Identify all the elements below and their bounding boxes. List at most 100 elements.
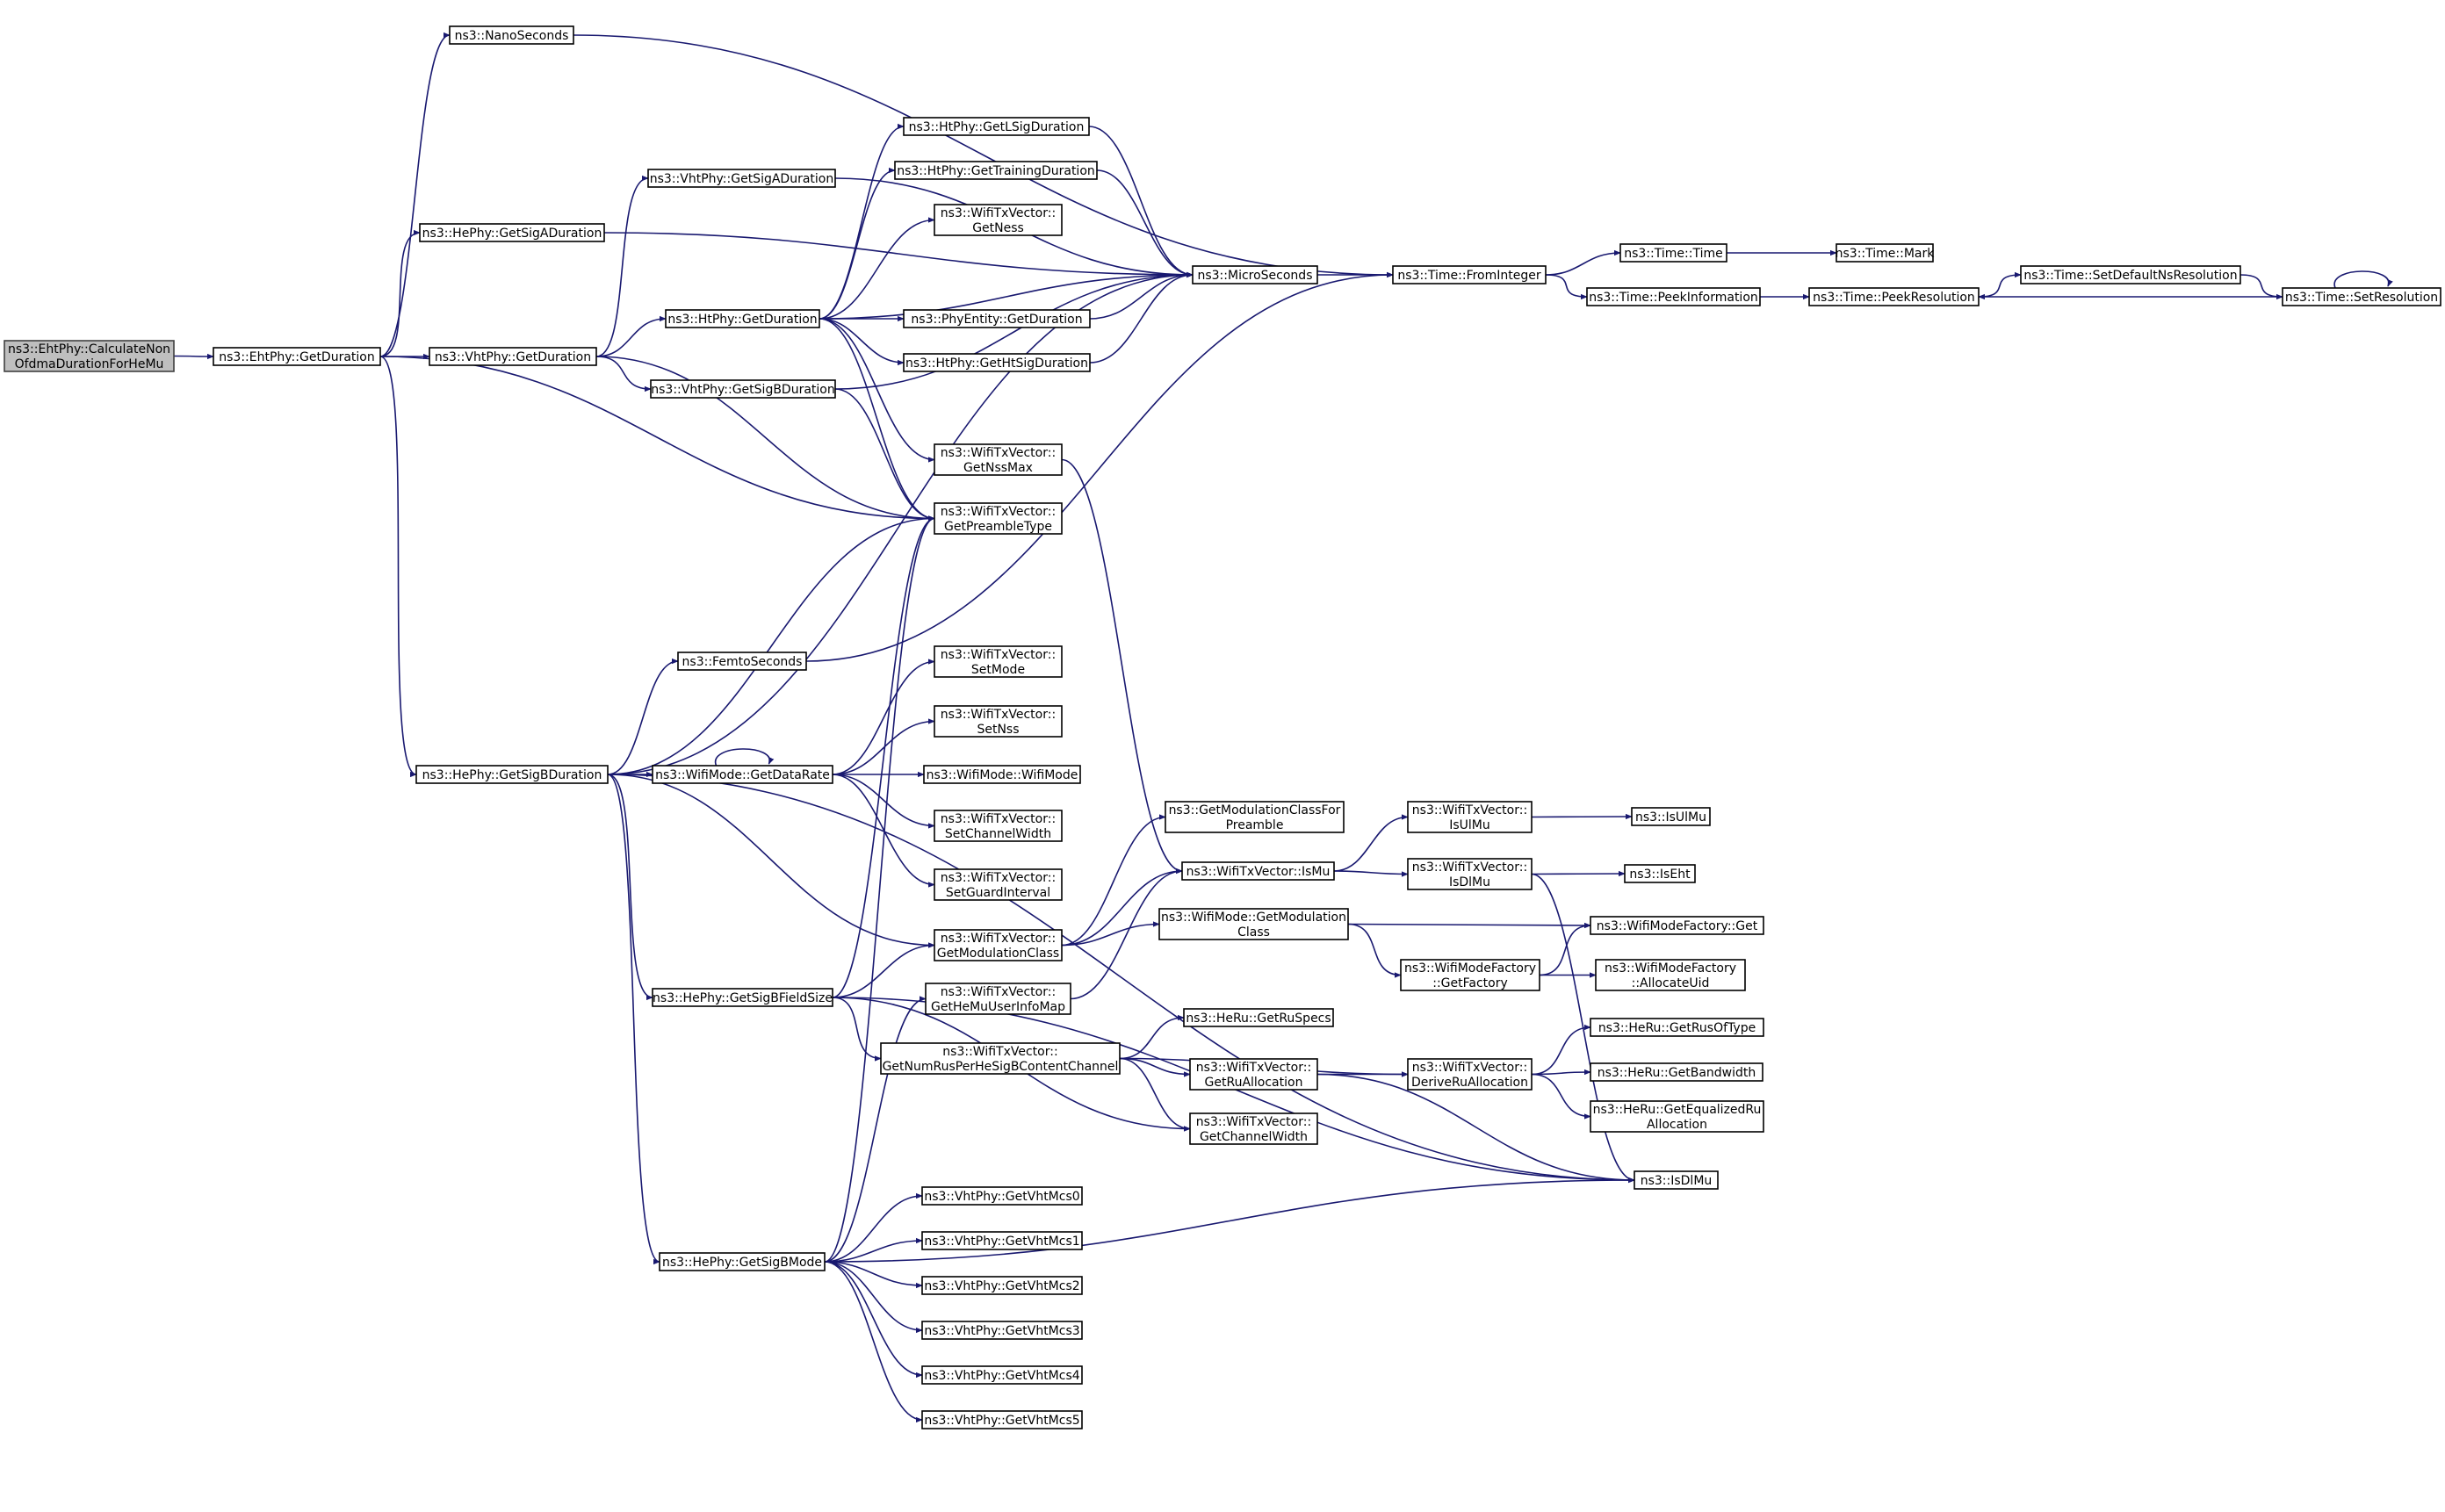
edge-ht-get-duration-to-ht-get-training (819, 167, 896, 320)
node-tx-get-num-rus[interactable]: ns3::WifiTxVector::GetNumRusPerHeSigBCon… (880, 1042, 1121, 1075)
node-layer: ns3::EhtPhy::CalculateNonOfdmaDurationFo… (4, 25, 2441, 1429)
node-tx-derive-ru-alloc[interactable]: ns3::WifiTxVector::DeriveRuAllocation (1407, 1058, 1533, 1091)
node-he-get-sig-bduration[interactable]: ns3::HePhy::GetSigBDuration (415, 765, 609, 784)
node-tx-set-gi[interactable]: ns3::WifiTxVector::SetGuardInterval (934, 868, 1063, 901)
node-tx-get-he-mu-user-info-map[interactable]: ns3::WifiTxVector::GetHeMuUserInfoMap (925, 983, 1071, 1015)
edge-set-res-to-set-res (2333, 270, 2393, 289)
node-eht-get-duration[interactable]: ns3::EhtPhy::GetDuration (213, 347, 381, 366)
node-vht-get-sig-aduration[interactable]: ns3::VhtPhy::GetSigADuration (647, 169, 836, 188)
node-set-res[interactable]: ns3::Time::SetResolution (2282, 287, 2441, 306)
node-tx-get-preamble[interactable]: ns3::WifiTxVector::GetPreambleType (934, 502, 1063, 535)
node-tx-get-mod-class[interactable]: ns3::WifiTxVector::GetModulationClass (934, 929, 1063, 961)
node-label: ns3::HtPhy::GetLSigDuration (909, 120, 1085, 134)
edge-ht-get-duration-to-tx-get-ness (819, 217, 935, 320)
node-is-ul-mu[interactable]: ns3::IsUlMu (1631, 807, 1711, 826)
node-tx-get-ness[interactable]: ns3::WifiTxVector::GetNess (934, 204, 1063, 236)
node-label: ns3::WifiTxVector:: (941, 985, 1056, 999)
node-label: ns3::VhtPhy::GetDuration (435, 350, 591, 364)
edge-tx-is-dl-mu-to-is-eht (1531, 870, 1626, 877)
node-micro-seconds[interactable]: ns3::MicroSeconds (1192, 265, 1318, 284)
node-tx-is-dl-mu[interactable]: ns3::WifiTxVector::IsDlMu (1407, 858, 1533, 890)
edge-ht-get-duration-to-tx-get-preamble (819, 318, 935, 522)
node-vht-get-duration[interactable]: ns3::VhtPhy::GetDuration (429, 347, 597, 366)
node-root[interactable]: ns3::EhtPhy::CalculateNonOfdmaDurationFo… (4, 340, 175, 372)
node-box (1392, 265, 1547, 284)
node-phy-entity-get-duration[interactable]: ns3::PhyEntity::GetDuration (903, 309, 1091, 328)
node-time-time[interactable]: ns3::Time::Time (1619, 243, 1727, 263)
node-is-eht[interactable]: ns3::IsEht (1624, 864, 1696, 883)
node-vht-mcs3[interactable]: ns3::VhtPhy::GetVhtMcs3 (921, 1321, 1083, 1340)
edge-ht-get-ht-sig-to-micro-seconds (1089, 271, 1194, 364)
node-box (665, 309, 820, 328)
node-he-ru-get-bandwidth[interactable]: ns3::HeRu::GetBandwidth (1590, 1062, 1763, 1082)
node-he-get-sig-bmode[interactable]: ns3::HePhy::GetSigBMode (659, 1252, 826, 1271)
edge-tx-get-num-rus-to-he-ru-get-ru-specs (1119, 1014, 1185, 1060)
node-peek-info[interactable]: ns3::Time::PeekInformation (1586, 287, 1761, 306)
node-vht-mcs2[interactable]: ns3::VhtPhy::GetVhtMcs2 (921, 1276, 1083, 1295)
node-wm-get-mod-class[interactable]: ns3::WifiMode::GetModulationClass (1158, 908, 1349, 940)
node-vht-get-sig-bduration[interactable]: ns3::VhtPhy::GetSigBDuration (650, 379, 836, 399)
node-he-get-sig-aduration[interactable]: ns3::HePhy::GetSigADuration (419, 223, 605, 242)
node-time-mark[interactable]: ns3::Time::Mark (1836, 243, 1936, 263)
node-tx-get-ch-width[interactable]: ns3::WifiTxVector::GetChannelWidth (1189, 1112, 1318, 1145)
node-box (1631, 807, 1711, 826)
node-tx-get-nss-max[interactable]: ns3::WifiTxVector::GetNssMax (934, 443, 1063, 476)
node-nano-seconds[interactable]: ns3::NanoSeconds (449, 25, 574, 45)
edge-he-get-sig-bfield-size-to-tx-get-mod-class (832, 942, 935, 998)
node-tx-get-ru-alloc[interactable]: ns3::WifiTxVector::GetRuAllocation (1189, 1058, 1318, 1091)
edge-vht-get-duration-to-vht-get-sig-bduration (595, 356, 652, 392)
node-box (449, 25, 574, 45)
edge-he-get-sig-bduration-to-is-dl-mu (607, 774, 1635, 1184)
node-ht-get-ht-sig[interactable]: ns3::HtPhy::GetHtSigDuration (903, 353, 1091, 372)
node-label: SetMode (971, 663, 1025, 677)
node-femto-seconds[interactable]: ns3::FemtoSeconds (677, 652, 807, 671)
node-is-dl-mu[interactable]: ns3::IsDlMu (1634, 1170, 1719, 1190)
node-tx-is-ul-mu[interactable]: ns3::WifiTxVector::IsUlMu (1407, 801, 1533, 833)
node-box (1192, 265, 1318, 284)
node-he-ru-get-ru-specs[interactable]: ns3::HeRu::GetRuSpecs (1183, 1008, 1334, 1027)
node-box (903, 309, 1091, 328)
node-label: ns3::MicroSeconds (1197, 269, 1312, 283)
node-tx-set-ch-width[interactable]: ns3::WifiTxVector::SetChannelWidth (934, 810, 1063, 842)
node-label: ns3::Time::FromInteger (1397, 269, 1540, 283)
node-box (934, 810, 1063, 842)
node-he-get-sig-bfield-size[interactable]: ns3::HePhy::GetSigBFieldSize (652, 988, 833, 1007)
node-wmf-get[interactable]: ns3::WifiModeFactory::Get (1590, 916, 1764, 935)
node-wm-get-data-rate[interactable]: ns3::WifiMode::GetDataRate (652, 765, 833, 784)
edge-tx-is-mu-to-tx-is-ul-mu (1333, 814, 1409, 872)
node-ht-get-lsig[interactable]: ns3::HtPhy::GetLSigDuration (903, 117, 1090, 136)
node-vht-mcs0[interactable]: ns3::VhtPhy::GetVhtMcs0 (921, 1186, 1083, 1206)
node-tx-set-mode[interactable]: ns3::WifiTxVector::SetMode (934, 645, 1063, 678)
node-box (213, 347, 381, 366)
node-vht-mcs4[interactable]: ns3::VhtPhy::GetVhtMcs4 (921, 1365, 1083, 1385)
edge-eht-get-duration-to-he-get-sig-aduration (379, 229, 421, 357)
node-box (1165, 801, 1345, 833)
edge-tx-derive-ru-alloc-to-he-ru-get-rus-of-type (1531, 1024, 1591, 1076)
node-label: ns3::Time::SetDefaultNsResolution (2023, 269, 2237, 283)
edge-tx-get-ru-alloc-to-is-dl-mu (1316, 1073, 1635, 1184)
node-wmf-alloc-uid[interactable]: ns3::WifiModeFactory::AllocateUid (1595, 959, 1746, 991)
edge-he-get-sig-bmode-to-vht-mcs4 (824, 1261, 923, 1379)
node-label: Preamble (1226, 818, 1284, 832)
node-wmf-get-factory[interactable]: ns3::WifiModeFactory::GetFactory (1400, 959, 1540, 991)
node-tx-set-nss[interactable]: ns3::WifiTxVector::SetNss (934, 705, 1063, 738)
node-from-integer[interactable]: ns3::Time::FromInteger (1392, 265, 1547, 284)
node-set-default-ns[interactable]: ns3::Time::SetDefaultNsResolution (2020, 265, 2241, 284)
node-vht-mcs1[interactable]: ns3::VhtPhy::GetVhtMcs1 (921, 1231, 1083, 1250)
node-label: IsDlMu (1449, 875, 1490, 889)
node-he-ru-get-rus-of-type[interactable]: ns3::HeRu::GetRusOfType (1590, 1018, 1764, 1037)
node-label: SetNss (977, 723, 1019, 737)
node-ht-get-training[interactable]: ns3::HtPhy::GetTrainingDuration (894, 161, 1098, 180)
node-vht-mcs5[interactable]: ns3::VhtPhy::GetVhtMcs5 (921, 1410, 1083, 1429)
node-box (934, 705, 1063, 738)
node-ht-get-duration[interactable]: ns3::HtPhy::GetDuration (665, 309, 820, 328)
edge-ht-get-duration-to-tx-get-nss-max (819, 318, 935, 463)
node-label: ns3::VhtPhy::GetVhtMcs5 (924, 1414, 1079, 1428)
node-box (1407, 801, 1533, 833)
node-peek-res[interactable]: ns3::Time::PeekResolution (1808, 287, 1980, 306)
node-tx-is-mu[interactable]: ns3::WifiTxVector::IsMu (1181, 861, 1335, 881)
edge-wm-get-data-rate-to-wm-get-data-rate (714, 748, 775, 767)
node-wm-wifi-mode[interactable]: ns3::WifiMode::WifiMode (923, 765, 1081, 784)
